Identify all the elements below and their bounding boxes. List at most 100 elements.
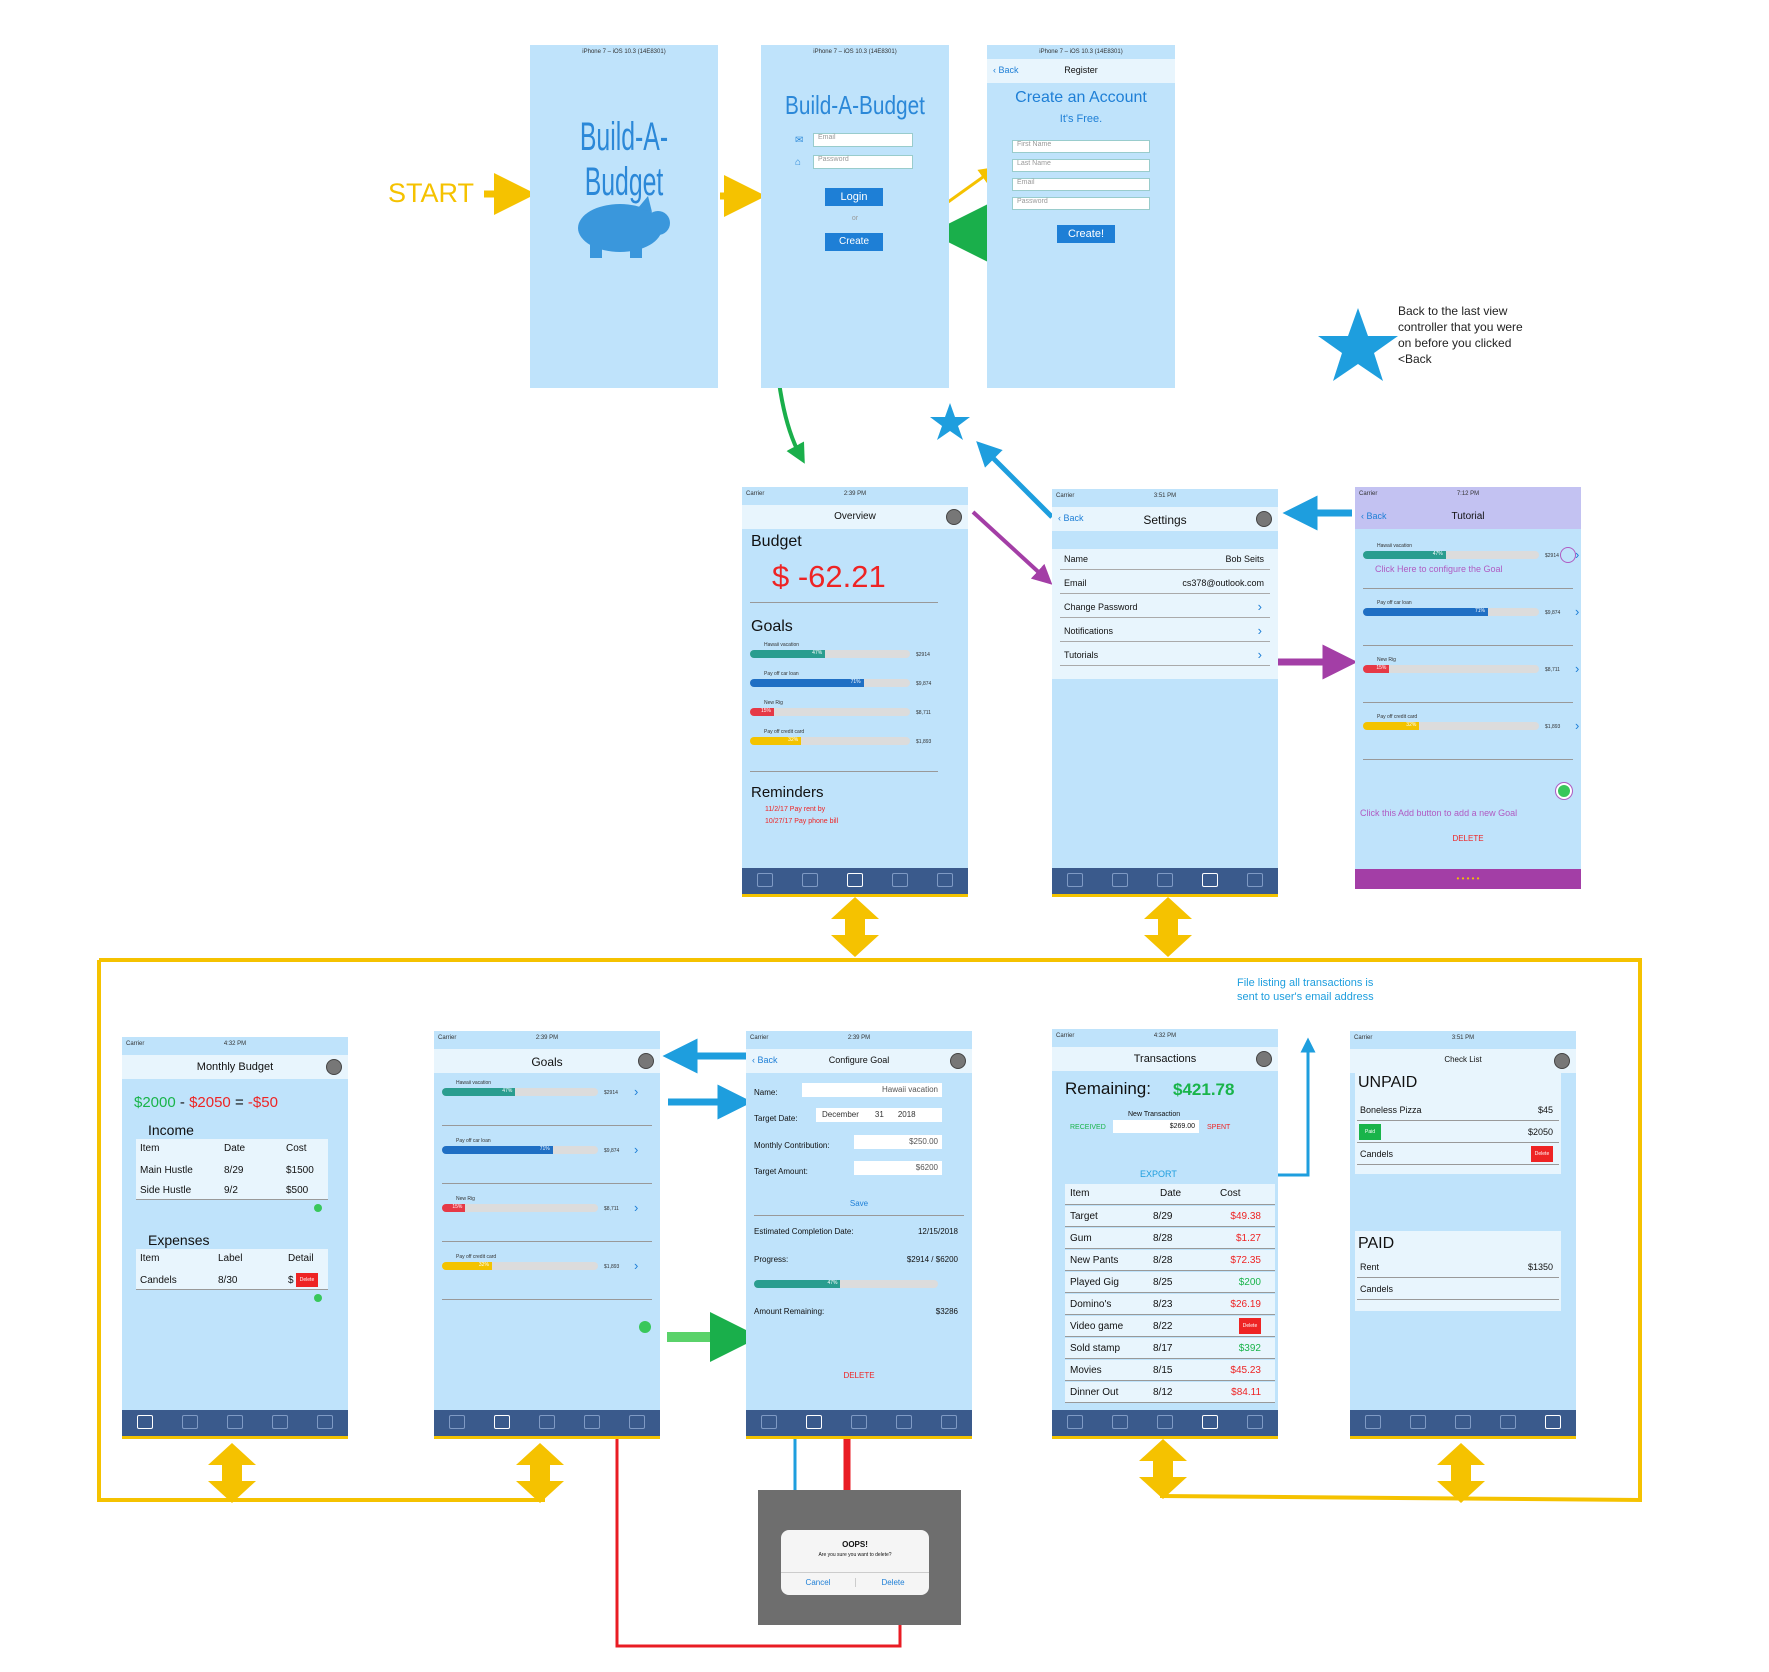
tab-checklist[interactable] bbox=[1247, 873, 1263, 887]
chevron-right-icon[interactable]: › bbox=[634, 1142, 639, 1157]
back-button[interactable]: ‹ Back bbox=[1361, 511, 1387, 521]
password-field[interactable]: Password bbox=[1012, 197, 1150, 210]
add-row-button[interactable] bbox=[314, 1204, 322, 1212]
chevron-right-icon[interactable]: › bbox=[634, 1258, 639, 1273]
add-goal-button[interactable] bbox=[1555, 782, 1573, 800]
tab-checklist[interactable] bbox=[629, 1415, 645, 1429]
chevron-right-icon[interactable]: › bbox=[634, 1200, 639, 1215]
tab-overview[interactable] bbox=[227, 1415, 243, 1429]
avatar[interactable] bbox=[326, 1059, 342, 1075]
last-name-field[interactable]: Last Name bbox=[1012, 159, 1150, 172]
chevron-right-icon[interactable]: › bbox=[1575, 604, 1580, 619]
delete-button[interactable]: DELETE bbox=[1452, 834, 1484, 843]
chevron-right-icon[interactable]: › bbox=[1575, 547, 1580, 562]
avatar[interactable] bbox=[950, 1053, 966, 1069]
tab-goals[interactable] bbox=[806, 1415, 822, 1429]
settings-row[interactable]: Tutorials› bbox=[1060, 645, 1270, 666]
save-button[interactable]: Save bbox=[849, 1199, 869, 1208]
new-transaction-field[interactable]: $269.00 bbox=[1113, 1120, 1199, 1133]
tab-goals[interactable] bbox=[182, 1415, 198, 1429]
chevron-right-icon[interactable]: › bbox=[1575, 661, 1580, 676]
tab-overview[interactable] bbox=[1455, 1415, 1471, 1429]
back-button[interactable]: ‹ Back bbox=[1058, 513, 1084, 523]
tab-checklist[interactable] bbox=[941, 1415, 957, 1429]
chevron-right-icon[interactable] bbox=[1560, 547, 1576, 563]
name-field[interactable]: Hawaii vacation bbox=[802, 1083, 942, 1097]
delete-button[interactable]: DELETE bbox=[843, 1371, 875, 1380]
tab-goals[interactable] bbox=[494, 1415, 510, 1429]
avatar[interactable] bbox=[1554, 1053, 1570, 1069]
tab-budget[interactable] bbox=[1067, 873, 1083, 887]
tab-transactions[interactable] bbox=[584, 1415, 600, 1429]
tab-budget[interactable] bbox=[1067, 1415, 1083, 1429]
checklist-row[interactable]: Rent$1350 bbox=[1357, 1257, 1559, 1278]
tab-transactions[interactable] bbox=[892, 873, 908, 887]
tab-goals[interactable] bbox=[1112, 1415, 1128, 1429]
tab-goals[interactable] bbox=[802, 873, 818, 887]
tab-transactions[interactable] bbox=[272, 1415, 288, 1429]
tab-checklist[interactable] bbox=[1545, 1415, 1561, 1429]
delete-row-button[interactable]: Delete bbox=[1531, 1146, 1553, 1162]
add-row-button[interactable] bbox=[314, 1294, 322, 1302]
target-amount-field[interactable]: $6200 bbox=[854, 1161, 942, 1175]
checklist-row[interactable]: Candels bbox=[1357, 1279, 1559, 1300]
tab-transactions[interactable] bbox=[896, 1415, 912, 1429]
delete-row-button[interactable]: Delete bbox=[1239, 1318, 1261, 1334]
settings-row[interactable]: Notifications› bbox=[1060, 621, 1270, 642]
spent-button[interactable]: SPENT bbox=[1207, 1124, 1231, 1131]
tab-goals[interactable] bbox=[1410, 1415, 1426, 1429]
checklist-row[interactable]: Boneless Pizza$45 bbox=[1357, 1100, 1559, 1121]
chevron-right-icon[interactable]: › bbox=[634, 1084, 639, 1099]
tab-budget[interactable] bbox=[761, 1415, 777, 1429]
chevron-right-icon[interactable]: › bbox=[1575, 718, 1580, 733]
mark-paid-button[interactable]: Paid bbox=[1359, 1124, 1381, 1140]
create-account-button[interactable]: Create! bbox=[1057, 225, 1115, 243]
add-goal-button[interactable] bbox=[639, 1321, 651, 1333]
cancel-button[interactable]: Cancel bbox=[805, 1578, 831, 1587]
back-button[interactable]: ‹ Back bbox=[993, 65, 1019, 75]
tab-budget[interactable] bbox=[449, 1415, 465, 1429]
email-field[interactable]: Email bbox=[1012, 178, 1150, 191]
login-button[interactable]: Login bbox=[825, 188, 883, 206]
export-button[interactable]: EXPORT bbox=[1140, 1169, 1177, 1179]
tab-budget[interactable] bbox=[757, 873, 773, 887]
delete-button[interactable]: Delete bbox=[855, 1578, 930, 1587]
tab-transactions[interactable] bbox=[1202, 873, 1218, 887]
tab-checklist[interactable] bbox=[937, 873, 953, 887]
password-field[interactable]: Password bbox=[813, 155, 913, 169]
tab-transactions[interactable] bbox=[1202, 1415, 1218, 1429]
tab-overview[interactable] bbox=[1157, 1415, 1173, 1429]
delete-row-button[interactable]: Delete bbox=[296, 1273, 318, 1287]
create-button[interactable]: Create bbox=[825, 233, 883, 251]
tab-checklist[interactable] bbox=[1247, 1415, 1263, 1429]
tab-overview[interactable] bbox=[851, 1415, 867, 1429]
settings-row[interactable]: Change Password› bbox=[1060, 597, 1270, 618]
avatar[interactable] bbox=[1256, 511, 1272, 527]
tab-goals[interactable] bbox=[1112, 873, 1128, 887]
tab-overview[interactable] bbox=[1157, 873, 1173, 887]
avatar[interactable] bbox=[946, 509, 962, 525]
avatar[interactable] bbox=[1256, 1051, 1272, 1067]
avatar[interactable] bbox=[638, 1053, 654, 1069]
monthly-contribution-field[interactable]: $250.00 bbox=[854, 1135, 942, 1149]
tab-budget[interactable] bbox=[1365, 1415, 1381, 1429]
tab-transactions[interactable] bbox=[1500, 1415, 1516, 1429]
tab-checklist[interactable] bbox=[317, 1415, 333, 1429]
received-button[interactable]: RECEIVED bbox=[1070, 1124, 1106, 1131]
email-field[interactable]: Email bbox=[813, 133, 913, 147]
tab-overview[interactable] bbox=[539, 1415, 555, 1429]
